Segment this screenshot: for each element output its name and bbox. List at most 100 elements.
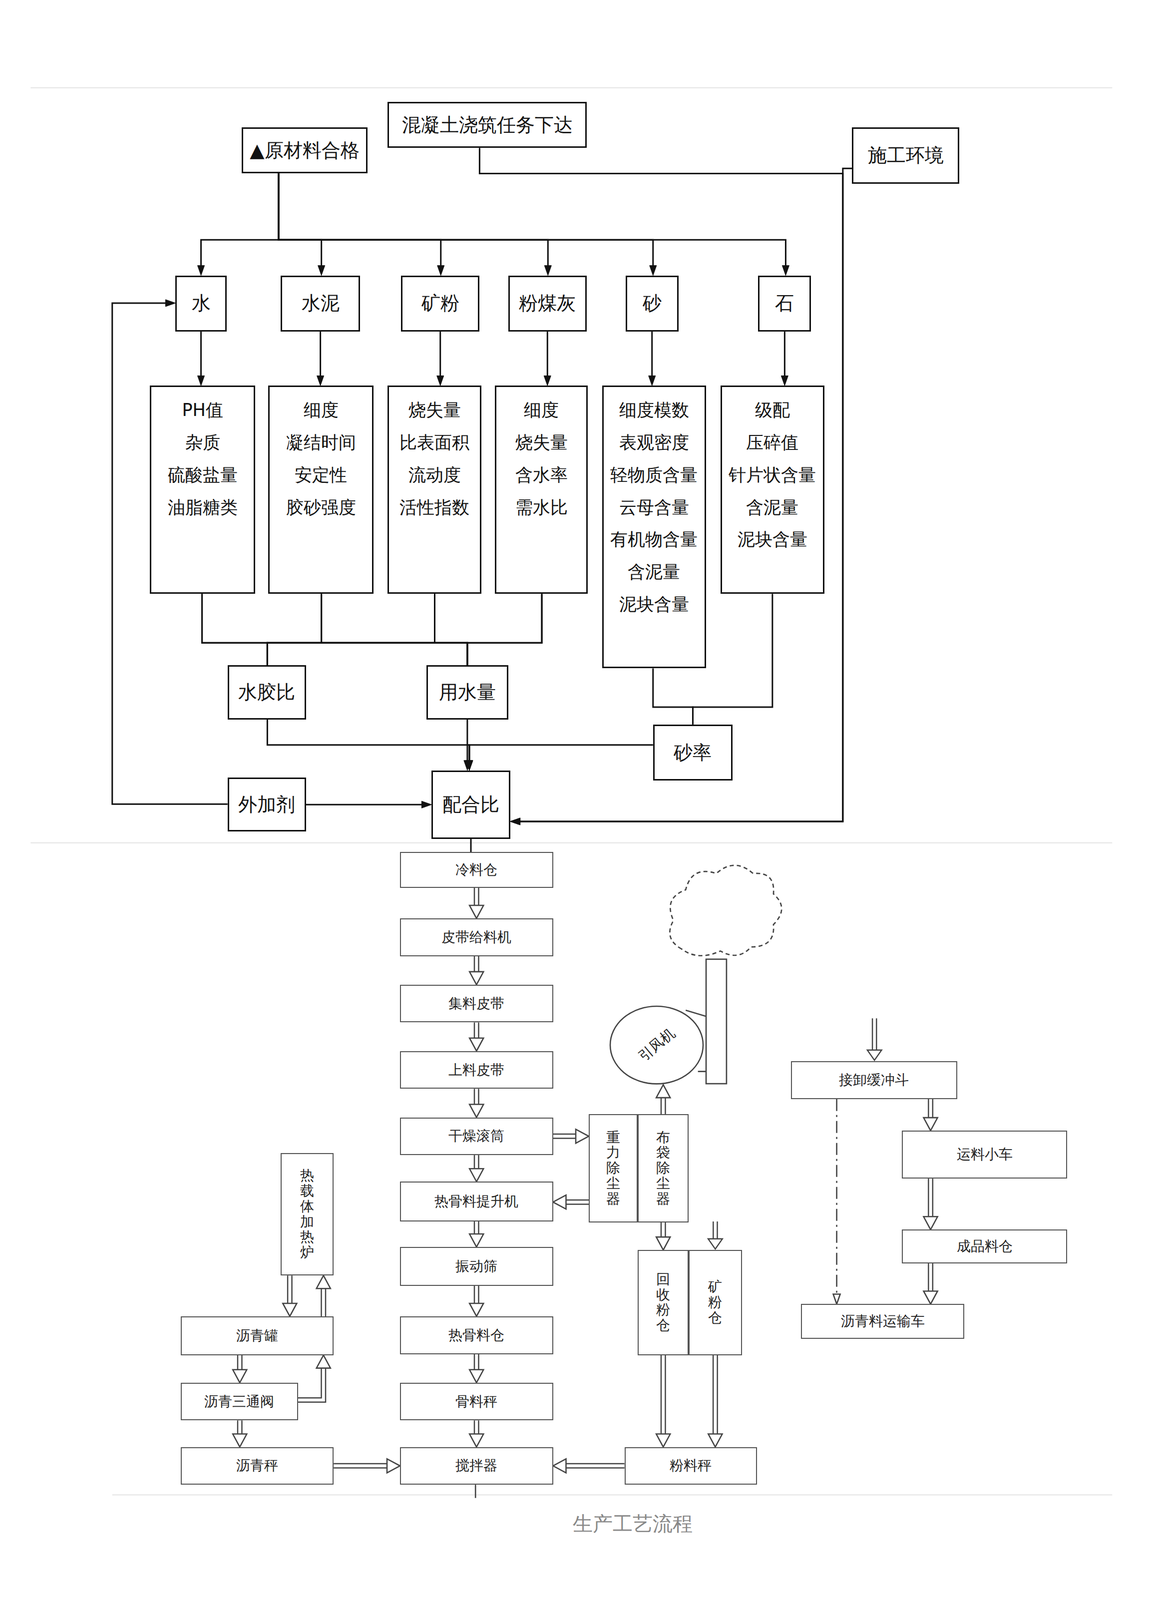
connector	[470, 838, 472, 853]
node-label: 集料皮带	[448, 994, 505, 1014]
arrowhead	[553, 1194, 567, 1209]
equipment-box: 矿粉仓	[688, 1249, 742, 1355]
node-label: 上料皮带	[448, 1060, 505, 1080]
node-label: 回收粉仓	[656, 1271, 671, 1334]
connector-core	[238, 1355, 242, 1371]
process-box: 粉煤灰	[508, 275, 587, 332]
arrowhead	[656, 1236, 671, 1250]
process-box: 配合比	[431, 770, 510, 839]
node-label: 接卸缓冲斗	[838, 1070, 909, 1090]
connector-line	[278, 173, 441, 267]
smoke-cloud	[669, 865, 782, 956]
connector-line	[835, 1099, 838, 1296]
arrowhead	[469, 905, 484, 919]
arrowhead	[316, 1355, 331, 1369]
connector-outline	[473, 1354, 480, 1371]
connector	[923, 1099, 938, 1131]
connector-line	[267, 593, 435, 666]
process-box: 砂	[625, 275, 679, 332]
connector-outline	[660, 1222, 667, 1238]
node-label: 热骨料仓	[448, 1325, 505, 1345]
connector	[278, 173, 790, 276]
connector-core	[238, 1420, 242, 1435]
connector-core	[474, 1420, 478, 1435]
connector	[553, 1129, 590, 1144]
fan-circle: 引风机	[609, 1005, 705, 1085]
equipment-box: 沥青料运输车	[800, 1303, 965, 1339]
connector	[316, 1275, 331, 1317]
arrowhead	[436, 375, 444, 386]
connector-line	[278, 173, 654, 267]
connector	[298, 1355, 331, 1401]
arrowhead	[648, 375, 656, 386]
arrowhead	[232, 1434, 247, 1448]
equipment-box: 沥青三通阀	[180, 1382, 299, 1421]
figure-caption: 生产工艺流程	[530, 1510, 736, 1538]
connector	[321, 593, 468, 666]
node-label: 布袋除尘器	[656, 1130, 671, 1207]
connector	[436, 331, 444, 386]
arrowhead	[469, 1303, 484, 1317]
arrowhead	[656, 1434, 671, 1448]
connector	[469, 1154, 484, 1182]
arrowhead	[282, 1303, 297, 1317]
arrowhead	[553, 1458, 567, 1473]
connector-line	[434, 593, 467, 666]
process-box: 水	[175, 275, 227, 332]
arrowhead	[469, 1233, 484, 1247]
node-label: 沥青秤	[236, 1456, 279, 1476]
process-box: 施工环境	[851, 127, 960, 184]
arrowhead	[469, 1104, 484, 1118]
arrowhead	[386, 1458, 400, 1473]
connector-core	[929, 1263, 933, 1293]
arrowhead	[469, 1168, 484, 1182]
connector	[469, 887, 484, 919]
connector-core	[661, 1096, 665, 1115]
connector	[267, 593, 322, 666]
connector-core	[474, 1154, 478, 1170]
arrowhead	[649, 265, 657, 276]
node-label: 骨料秤	[455, 1392, 498, 1412]
connector-outline	[333, 1463, 388, 1469]
process-box: 砂率	[653, 724, 733, 781]
node-label: 水	[191, 290, 211, 317]
connector-core	[713, 1355, 717, 1436]
connector-core	[474, 1354, 478, 1371]
connector	[465, 745, 654, 771]
node-label: 配合比	[442, 791, 500, 818]
node-label: 细度 烧失量 含水率 需水比	[496, 393, 587, 524]
node-label: 级配 压碎值 针片状含量 含泥量 泥块含量	[722, 393, 823, 556]
equipment-box: 干燥滚筒	[399, 1117, 554, 1156]
connector-core	[298, 1367, 324, 1401]
connector-line	[651, 331, 653, 377]
inlet-arrow	[708, 1221, 723, 1249]
connector	[469, 956, 484, 985]
connector	[467, 593, 542, 666]
separator-line	[112, 1494, 1113, 1496]
connector-line	[321, 593, 468, 666]
arrowhead	[544, 265, 552, 276]
connector-outline	[237, 1355, 243, 1371]
equipment-box: 热载体加热炉	[280, 1152, 334, 1276]
connector-outline	[237, 1420, 243, 1435]
process-box: 水胶比	[227, 665, 307, 720]
connector	[434, 593, 467, 666]
equipment-box: 成品料仓	[901, 1229, 1068, 1263]
connector-line	[200, 331, 202, 377]
connector-outline	[927, 1178, 934, 1218]
equipment-box: 沥青秤	[180, 1447, 335, 1486]
equipment-box: 热骨料仓	[399, 1316, 554, 1355]
arrowhead	[165, 299, 176, 307]
equipment-box: 沥青罐	[180, 1316, 335, 1356]
node-label: 振动筛	[455, 1256, 498, 1276]
connector	[653, 668, 694, 725]
arrowhead	[318, 265, 326, 276]
connector	[923, 1263, 938, 1305]
connector	[282, 1275, 297, 1317]
arrowhead	[510, 817, 521, 825]
connector-core	[929, 1178, 933, 1218]
connector	[469, 1354, 484, 1383]
process-box: 矿粉	[400, 275, 480, 332]
node-label: 沥青罐	[236, 1326, 279, 1346]
